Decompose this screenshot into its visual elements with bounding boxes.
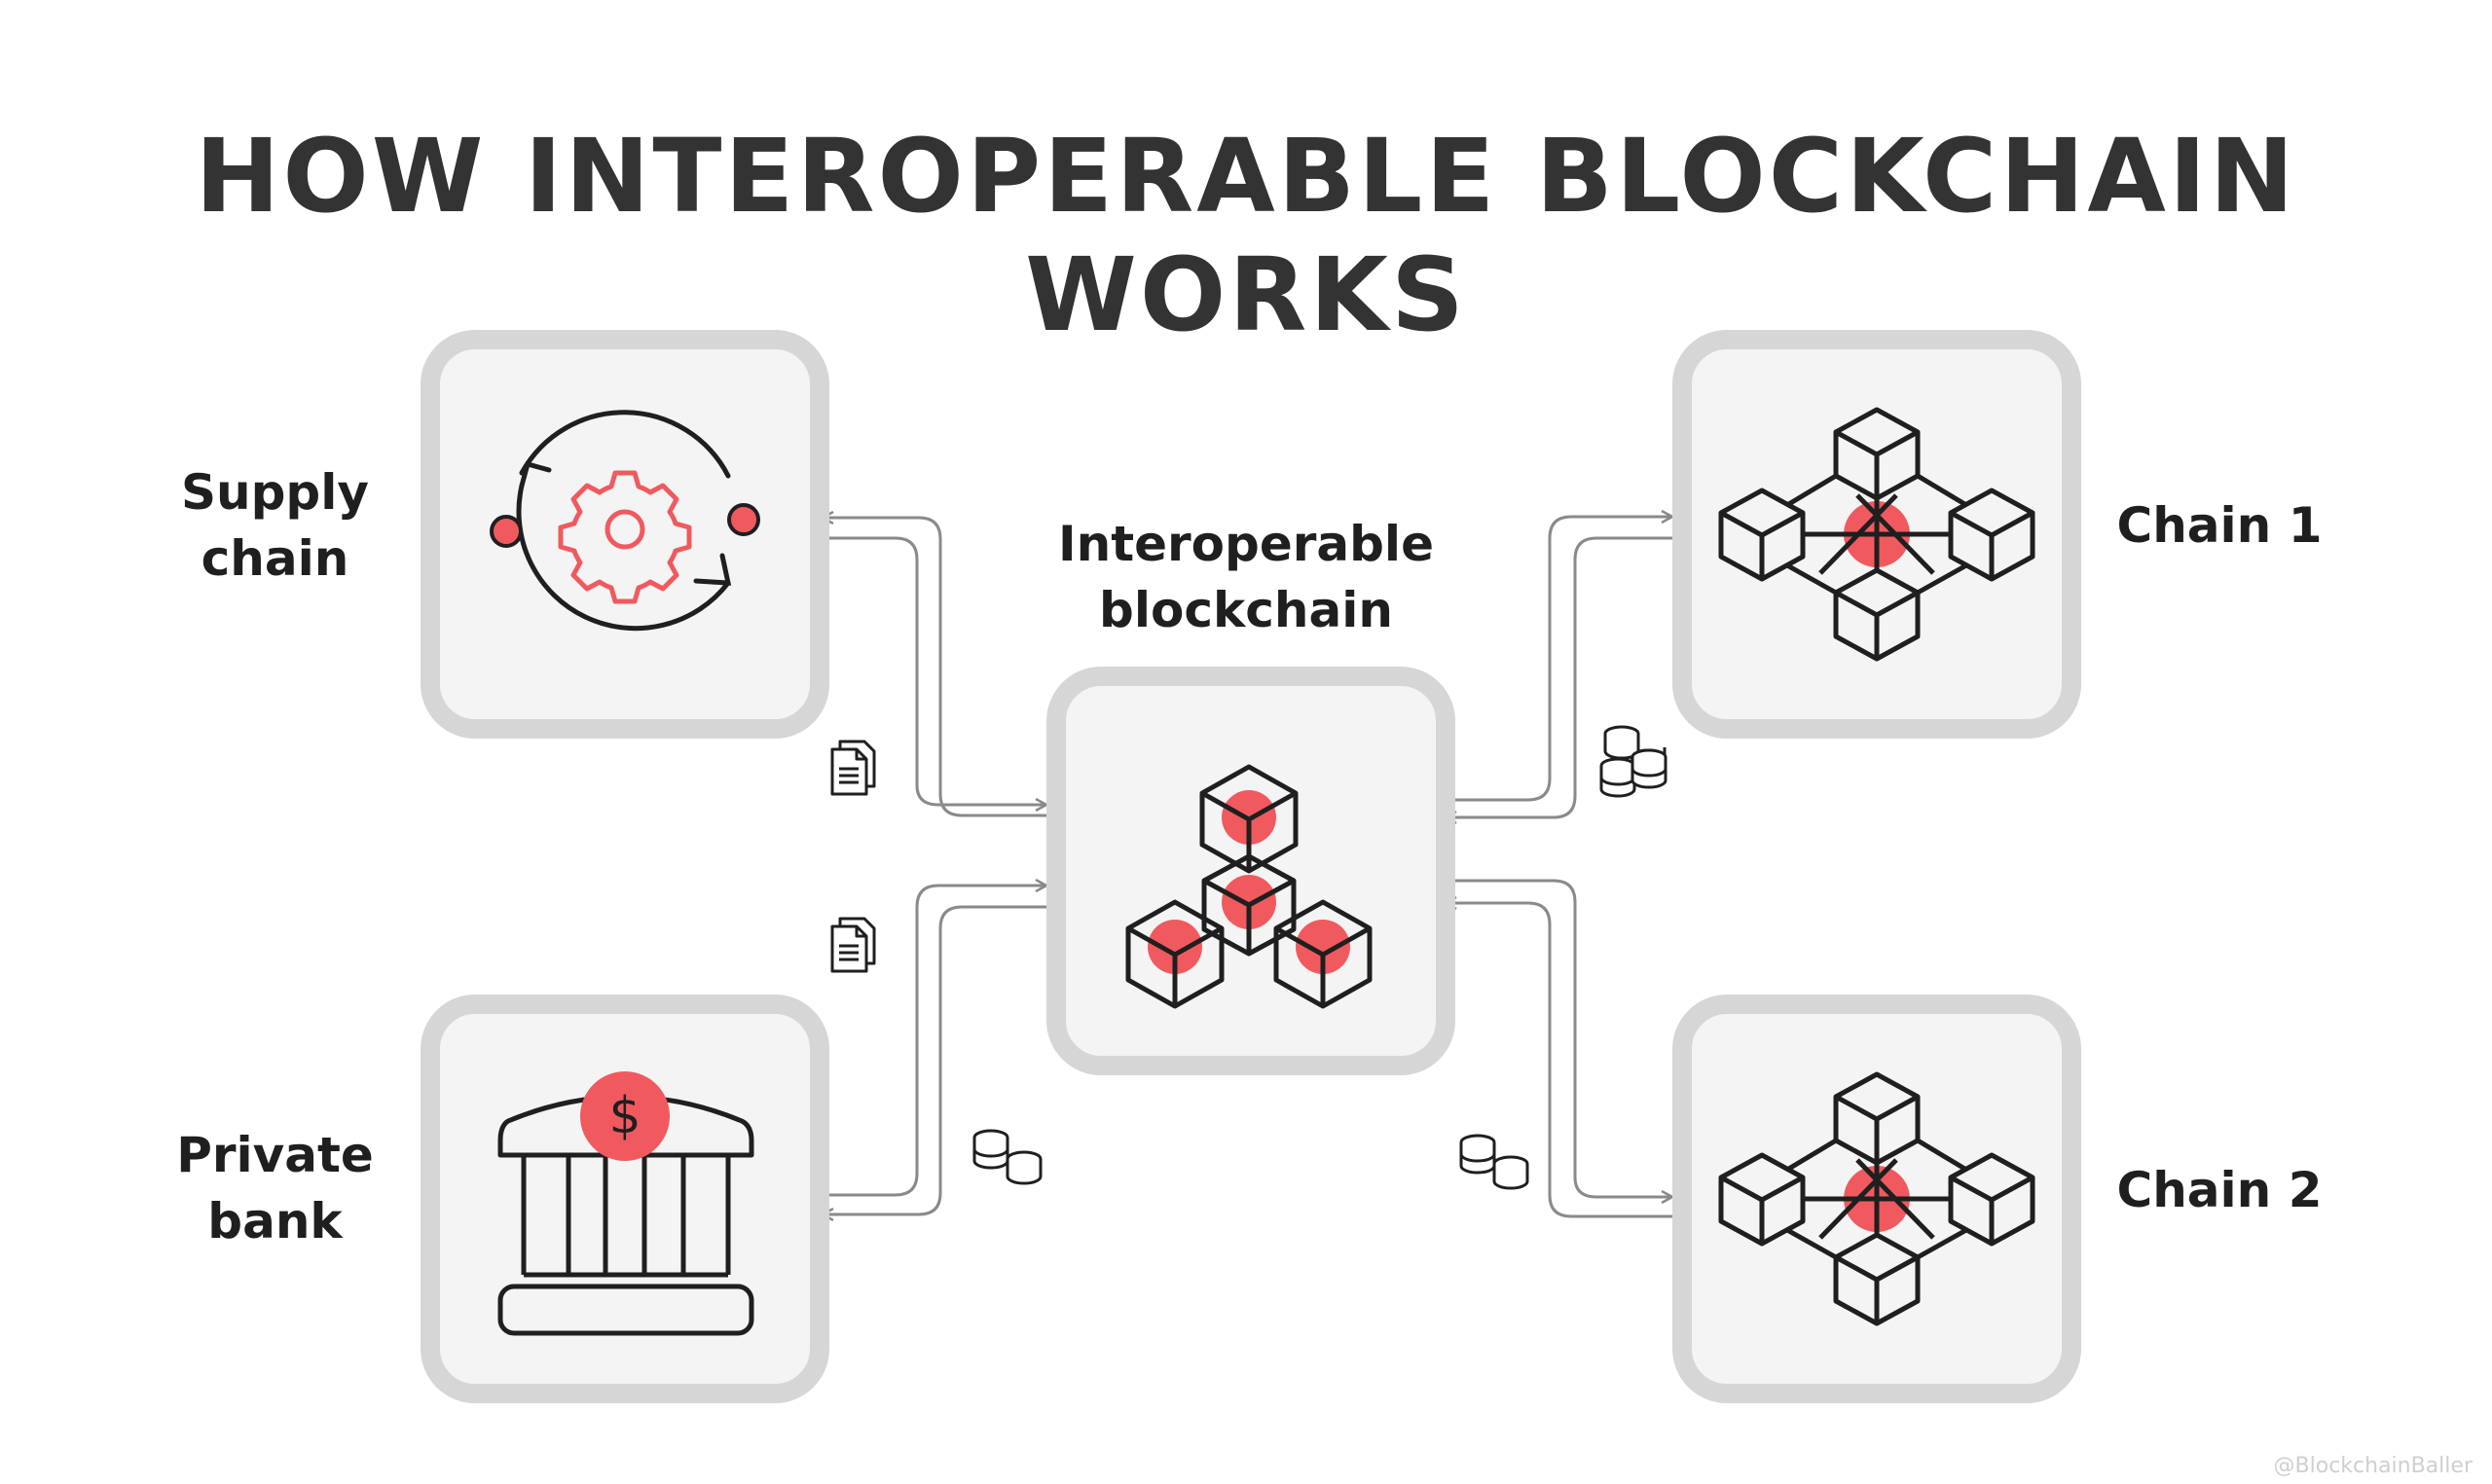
private-bank-label: Private bank	[176, 1127, 374, 1249]
network-blocks-icon	[1718, 1071, 2035, 1326]
private-bank-box: $	[421, 995, 829, 1403]
chain1-box	[1672, 330, 2081, 739]
interoperable-blockchain-label: Interoperable blockchain	[1058, 516, 1434, 638]
document-icon	[830, 740, 876, 796]
hub-to-chain1-line	[1446, 517, 1672, 802]
coins-icon	[1459, 1134, 1529, 1190]
chain1-to-hub-line	[1446, 536, 1672, 817]
document-icon	[830, 917, 876, 973]
supply-chain-box	[421, 330, 829, 739]
coins-icon	[972, 1129, 1043, 1185]
svg-text:$: $	[608, 1087, 641, 1145]
network-blocks-icon	[1718, 407, 2035, 662]
bank-dollar-icon: $	[497, 1071, 754, 1336]
gear-cycle-icon	[490, 410, 760, 632]
page-title: HOW INTEROPERABLE BLOCKCHAIN WORKS	[195, 117, 2297, 354]
bank-to-hub-line	[823, 886, 1046, 1197]
coins-icon	[1599, 725, 1667, 798]
chain1-label: Chain 1	[2116, 497, 2323, 554]
hub-blocks-icon	[1125, 764, 1373, 1009]
chain2-box	[1672, 995, 2081, 1403]
supply-chain-label: Supply chain	[181, 464, 369, 587]
hub-to-supply-line	[823, 518, 1046, 817]
hub-to-chain2-line	[1446, 879, 1672, 1197]
supply-to-hub-line	[823, 536, 1046, 805]
hub-to-bank-line	[823, 905, 1046, 1214]
interoperable-blockchain-box	[1046, 667, 1455, 1075]
chain2-to-hub-line	[1446, 903, 1672, 1218]
chain2-label: Chain 2	[2116, 1162, 2323, 1218]
watermark: @BlockchainBaller	[2273, 1454, 2473, 1478]
